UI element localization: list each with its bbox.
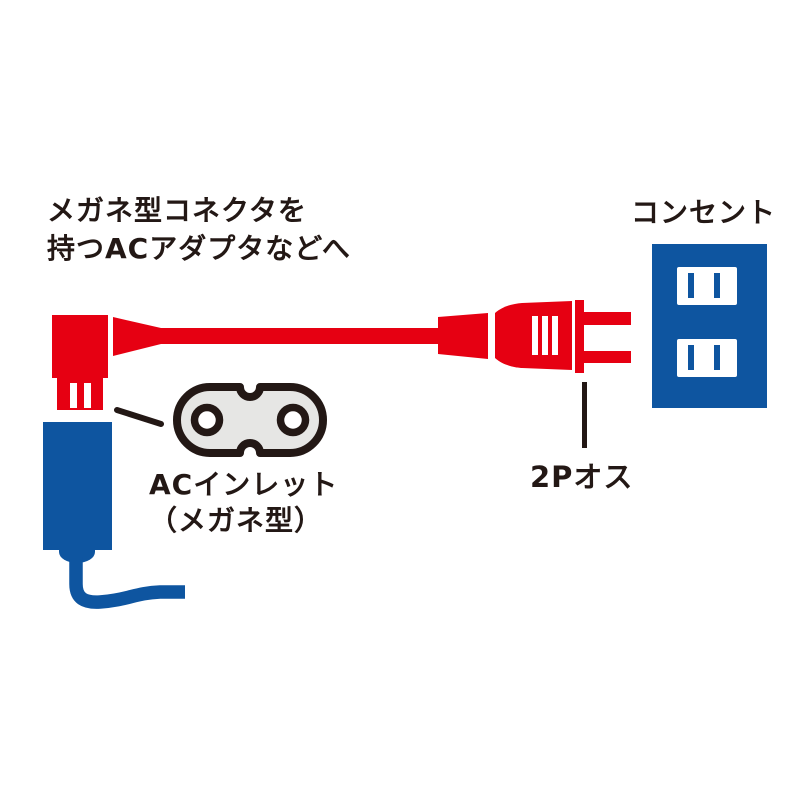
right-angle-plug-illustration [52,315,161,410]
ac-inlet-label: ACインレット （メガネ型） [149,467,338,539]
plug-tip-slot-left [70,383,77,408]
outlet-bottom-slot-left [688,345,694,370]
2p-plug-strain-relief [438,313,488,359]
plug-grip-ridge-2 [542,316,548,355]
inlet-callout-line [114,407,164,427]
figure8-hole-left [190,403,224,437]
outlet-bottom-slot-right [714,345,720,370]
ac-adapter-body [43,422,112,550]
figure8-hole-right [276,403,310,437]
figure8-outline [173,383,327,457]
outlet-label: コンセント [631,196,777,229]
right-angle-plug-tip [57,378,103,410]
ac-adapter-illustration [43,422,185,609]
plug-grip-ridge-1 [532,316,538,355]
wall-outlet-illustration [652,244,767,408]
2p-plug-prong-top [584,312,631,325]
outlet-top-slot-right [714,273,720,298]
2p-plug-face [575,300,584,373]
adapter-note-line1: メガネ型コネクタを [47,194,307,227]
outlet-socket-bottom [677,339,737,377]
right-angle-plug-strain-relief [113,317,161,356]
2p-plug-label: 2Pオス [530,460,634,494]
power-cord [160,328,440,344]
adapter-note-label: メガネ型コネクタを 持つACアダプタなどへ [47,192,351,268]
ac-adapter-cord-boot [59,550,95,563]
figure8-inlet-icon [173,383,327,457]
plug-callout-line [582,382,587,448]
plug-grip-ridge-3 [552,316,558,355]
outlet-socket-top [677,267,737,305]
ac-inlet-line2: （メガネ型） [149,504,324,537]
right-angle-plug-body [52,315,108,378]
adapter-note-line2: 持つACアダプタなどへ [47,232,351,265]
2p-plug-prong-bottom [584,351,631,363]
outlet-top-slot-left [688,273,694,298]
ac-adapter-cord [69,557,185,609]
2p-plug-illustration [438,300,631,373]
ac-inlet-line1: ACインレット [149,468,339,501]
plug-tip-slot-right [84,383,91,408]
